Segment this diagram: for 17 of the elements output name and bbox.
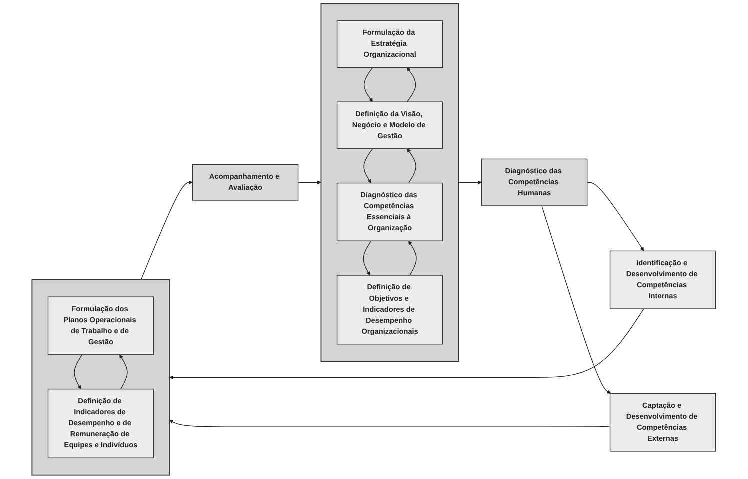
arrow — [408, 240, 417, 276]
arrow — [364, 148, 374, 184]
arrow — [170, 308, 644, 380]
arrow — [364, 67, 374, 102]
arrow — [74, 354, 83, 390]
arrow — [587, 182, 644, 252]
arrow — [363, 240, 372, 276]
arrow — [406, 68, 416, 102]
arrow — [298, 180, 322, 185]
arrow — [170, 420, 611, 428]
arrow — [140, 180, 193, 280]
cluster — [320, 3, 460, 362]
arrow — [120, 354, 128, 390]
arrow — [458, 180, 482, 185]
arrow — [542, 206, 612, 394]
arrow — [407, 148, 416, 184]
cluster — [32, 279, 170, 476]
